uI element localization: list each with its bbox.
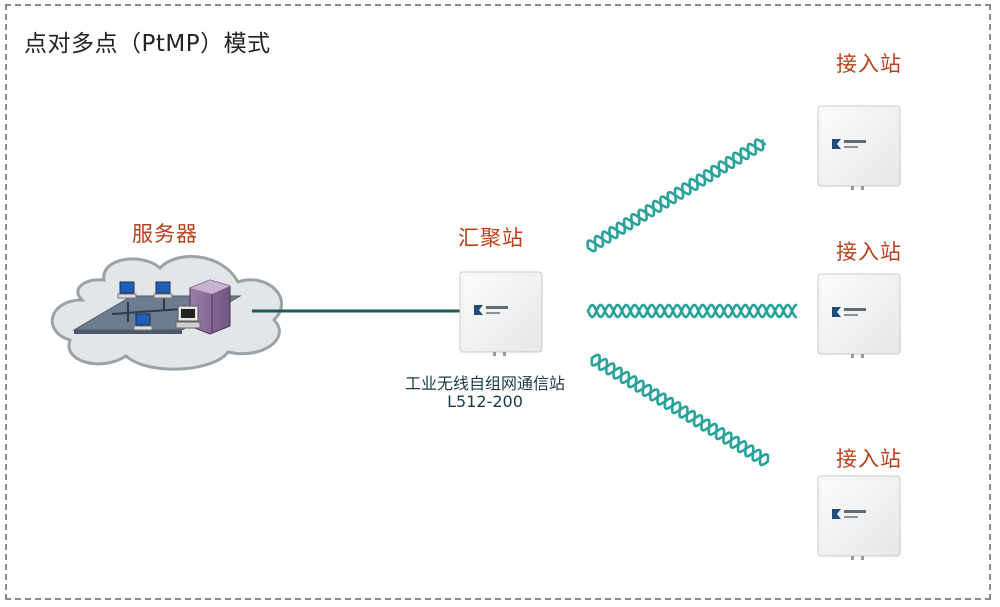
wireless-link-1-strand-2 [586,139,765,250]
diagram-frame [5,4,991,600]
hub-device [459,271,543,357]
hub-device-name: 工业无线自组网通信站 [404,374,565,393]
access-station-label-2: 接入站 [836,240,902,264]
access-station-label-1: 接入站 [836,52,902,76]
wireless-links [586,138,798,467]
computer-icon [117,281,137,299]
server-tower-icon [175,279,231,335]
page-title: 点对多点（PtMP）模式 [24,31,271,57]
access-station-device-3 [817,475,901,561]
computer-icon [153,281,173,299]
computer-icon [133,313,153,331]
access-station-device-2 [817,273,901,359]
wireless-link-3-strand-2 [590,353,769,467]
wireless-link-2-strand-2 [586,303,798,319]
hub-label: 汇聚站 [458,226,524,250]
access-station-device-1 [817,105,901,191]
hub-device-model: L512-200 [447,392,523,411]
access-station-label-3: 接入站 [836,447,902,471]
server-network-icon [72,279,242,335]
server-label: 服务器 [132,222,198,246]
